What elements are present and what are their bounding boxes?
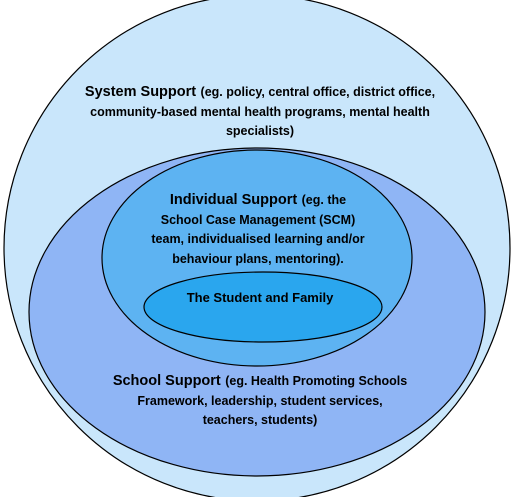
- individual-support-text: Individual Support (eg. the School Case …: [148, 190, 368, 268]
- system-support-text: System Support (eg. policy, central offi…: [60, 82, 460, 141]
- student-family-ring: [143, 271, 383, 343]
- system-support-detail: (eg. policy, central office, district of…: [90, 85, 436, 139]
- school-support-detail: (eg. Health Promoting Schools Framework,…: [137, 374, 408, 428]
- student-family-label: The Student and Family: [186, 290, 334, 305]
- system-support-title: System Support: [84, 84, 197, 100]
- school-support-title: School Support: [112, 373, 221, 389]
- school-support-text: School Support (eg. Health Promoting Sch…: [110, 371, 410, 430]
- individual-support-detail: (eg. the School Case Management (SCM) te…: [151, 193, 365, 266]
- individual-support-title: Individual Support: [169, 192, 298, 208]
